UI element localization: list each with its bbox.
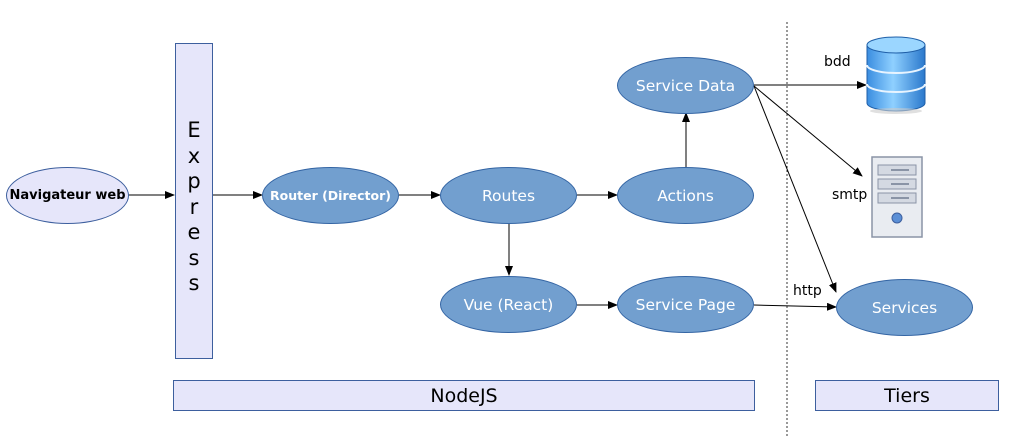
- node-navigateur-web: Navigateur web: [6, 167, 129, 224]
- tiers-label: Tiers: [884, 384, 930, 407]
- node-label: Vue (React): [463, 295, 554, 314]
- node-services: Services: [836, 279, 973, 336]
- node-vue: Vue (React): [440, 276, 577, 333]
- server-icon: [871, 156, 923, 238]
- edge-service-page-services: [753, 302, 837, 311]
- nodejs-bar: NodeJS: [173, 380, 755, 411]
- node-label: Router (Director): [270, 188, 391, 203]
- node-router: Router (Director): [262, 167, 399, 224]
- node-label: Actions: [657, 186, 714, 205]
- express-letter: s: [188, 271, 200, 295]
- express-bar: E x p r e s s: [175, 43, 213, 359]
- node-label: Services: [871, 298, 938, 317]
- node-routes: Routes: [440, 167, 577, 224]
- node-service-page: Service Page: [617, 276, 754, 333]
- express-letter: x: [187, 143, 201, 168]
- express-letter: s: [188, 245, 200, 270]
- edge-service-data-services: [753, 85, 837, 293]
- node-label: Routes: [481, 186, 536, 205]
- express-letter: e: [187, 220, 201, 244]
- edge-service-data-smtp: [753, 85, 863, 177]
- express-letter: p: [187, 169, 201, 193]
- label-bdd: bdd: [824, 54, 851, 70]
- express-letter: E: [187, 118, 201, 142]
- node-label: Service Page: [635, 295, 736, 314]
- label-http: http: [793, 283, 822, 299]
- node-label: Navigateur web: [9, 188, 126, 203]
- express-label: E x p r e s s: [176, 118, 212, 297]
- node-service-data: Service Data: [617, 57, 754, 114]
- express-letter: r: [189, 194, 199, 219]
- nodejs-label: NodeJS: [430, 384, 498, 407]
- node-label: Service Data: [635, 76, 736, 95]
- node-actions: Actions: [617, 167, 754, 224]
- label-smtp: smtp: [832, 187, 868, 203]
- database-icon: [866, 36, 926, 114]
- tiers-bar: Tiers: [815, 380, 999, 411]
